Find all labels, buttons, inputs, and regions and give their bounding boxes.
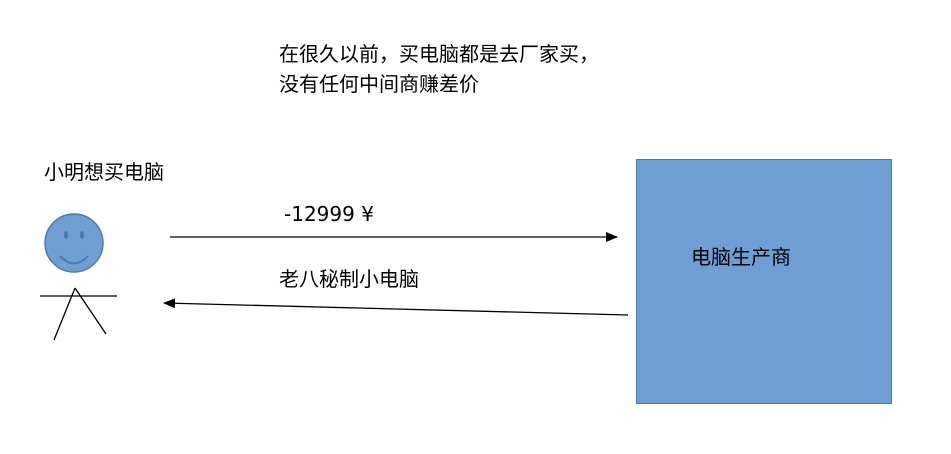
smile-icon <box>59 255 89 265</box>
payment-label: -12999 ¥ <box>284 202 374 226</box>
person-right-leg-line <box>74 287 107 335</box>
manufacturer-label: 电脑生产商 <box>691 245 791 269</box>
person-label: 小明想买电脑 <box>44 160 164 184</box>
right-eye-icon <box>80 231 84 239</box>
history-caption: 在很久以前，买电脑都是去厂家买， 没有任何中间商赚差价 <box>279 39 599 99</box>
person-face <box>44 213 104 273</box>
product-label: 老八秘制小电脑 <box>279 267 419 291</box>
left-eye-icon <box>64 231 68 239</box>
product-arrow <box>163 298 629 316</box>
person-left-leg-line <box>53 287 76 341</box>
history-caption-line-1: 在很久以前，买电脑都是去厂家买， <box>279 42 599 66</box>
person-figure <box>40 213 117 341</box>
manufacturer-box <box>636 159 892 404</box>
history-caption-line-2: 没有任何中间商赚差价 <box>279 72 479 96</box>
